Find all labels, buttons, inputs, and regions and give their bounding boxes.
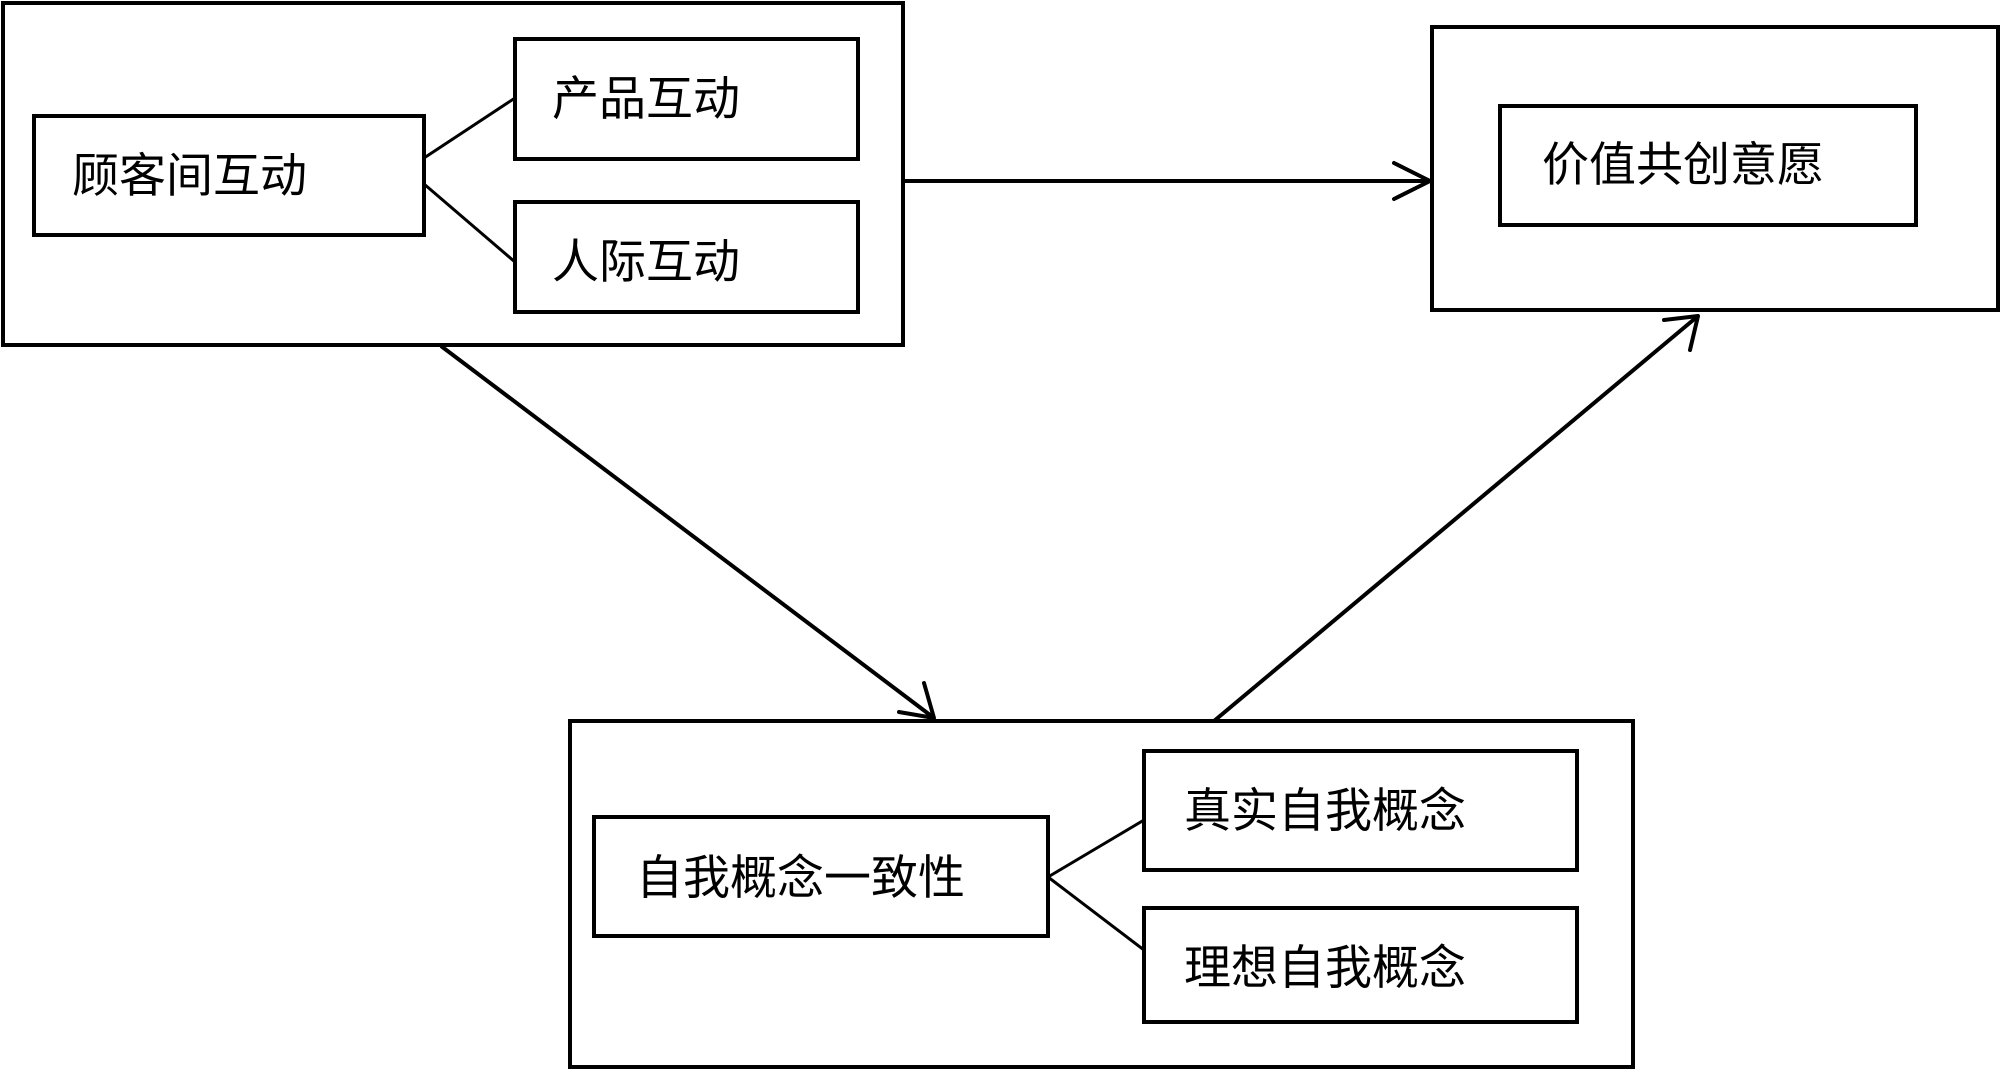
interaction-main-label: 顾客间互动 [72, 149, 307, 204]
arrow-interaction-to-outcome-head [1392, 161, 1432, 201]
connector-product [423, 96, 516, 160]
connector-actual-self [1047, 818, 1145, 879]
outcome-group: 价值共创意愿 [1430, 25, 2000, 312]
arrow-mediator-to-outcome [1212, 314, 1700, 723]
arrow-interaction-to-outcome [903, 161, 1432, 201]
mediator-group: 自我概念一致性 真实自我概念 理想自我概念 [568, 719, 1635, 1069]
interaction-main-box [32, 114, 426, 237]
actual-self-concept-label: 真实自我概念 [1184, 784, 1466, 839]
mediator-main-box [592, 815, 1050, 938]
arrow-interaction-to-mediator-shaft [439, 344, 936, 720]
connector-interpersonal [423, 182, 516, 264]
product-interaction-label: 产品互动 [552, 72, 740, 127]
arrow-mediator-to-outcome-head [1662, 314, 1700, 352]
ideal-self-concept-label: 理想自我概念 [1184, 941, 1466, 996]
actual-self-concept-box [1142, 749, 1579, 872]
ideal-self-concept-box [1142, 906, 1579, 1024]
connector-ideal-self [1047, 875, 1145, 952]
interaction-group: 顾客间互动 产品互动 人际互动 [1, 1, 905, 347]
interpersonal-interaction-box [513, 200, 860, 314]
mediator-main-label: 自我概念一致性 [636, 851, 965, 906]
outcome-main-label: 价值共创意愿 [1542, 138, 1824, 193]
arrow-mediator-to-outcome-shaft [1212, 314, 1700, 723]
arrow-interaction-to-mediator-head [897, 681, 936, 720]
arrow-interaction-to-mediator [439, 344, 936, 720]
outcome-main-box [1498, 104, 1918, 227]
interpersonal-interaction-label: 人际互动 [552, 235, 740, 290]
product-interaction-box [513, 37, 860, 161]
